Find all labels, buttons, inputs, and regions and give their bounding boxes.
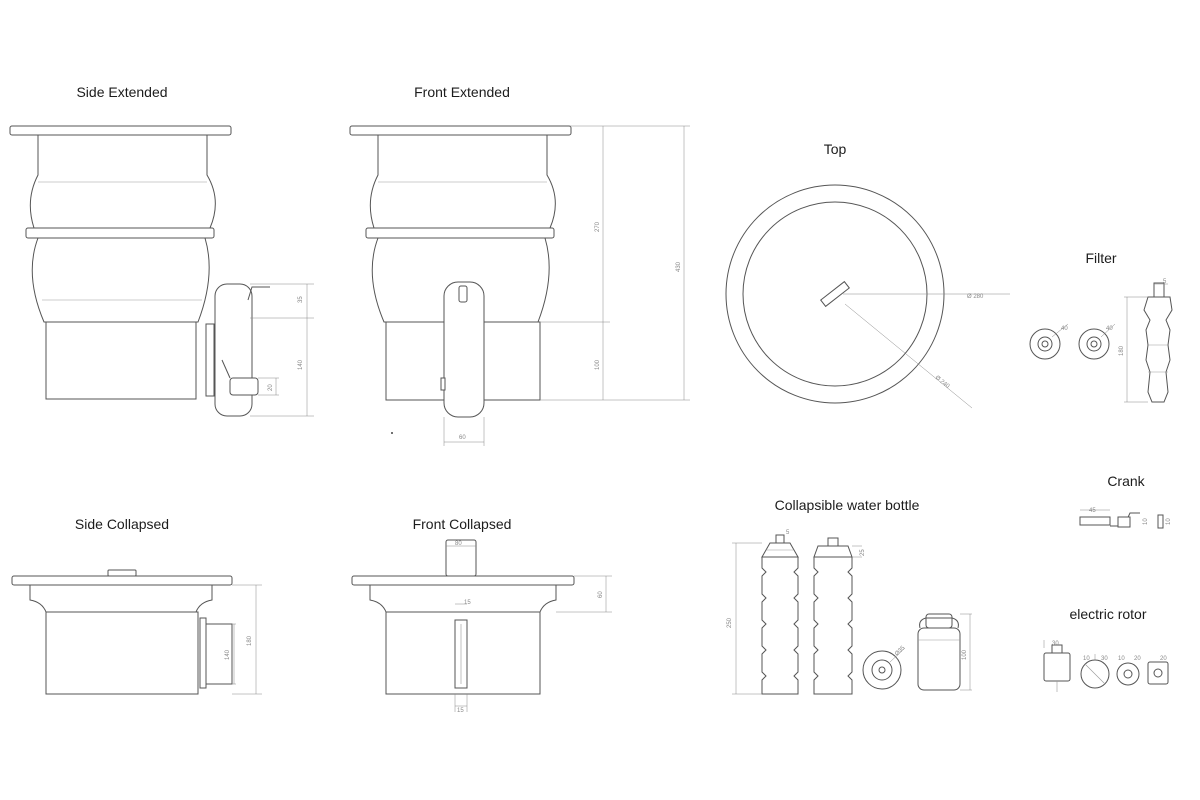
svg-text:10: 10 xyxy=(1143,518,1149,525)
svg-text:Ø 280: Ø 280 xyxy=(967,294,984,300)
svg-text:10: 10 xyxy=(1166,518,1172,525)
svg-text:60: 60 xyxy=(598,591,604,598)
svg-text:15: 15 xyxy=(457,708,464,714)
label-crank: Crank xyxy=(1107,473,1145,489)
svg-text:10: 10 xyxy=(1083,656,1090,662)
collapsible-bottle-view: 250 5 25 Ø35 100 xyxy=(727,530,972,695)
svg-text:5: 5 xyxy=(786,530,790,536)
svg-text:10: 10 xyxy=(1118,656,1125,662)
label-front-extended: Front Extended xyxy=(414,84,510,100)
svg-text:25: 25 xyxy=(860,549,866,556)
label-filter: Filter xyxy=(1085,250,1117,266)
label-collapsible-water-bottle: Collapsible water bottle xyxy=(774,497,920,513)
svg-text:180: 180 xyxy=(247,635,253,646)
label-side-collapsed: Side Collapsed xyxy=(74,516,170,532)
svg-text:20: 20 xyxy=(1134,656,1141,662)
svg-text:40: 40 xyxy=(1061,326,1068,332)
svg-text:45: 45 xyxy=(1089,508,1096,514)
svg-text:15: 15 xyxy=(464,600,471,606)
svg-text:430: 430 xyxy=(676,261,682,272)
svg-text:60: 60 xyxy=(459,435,466,441)
front-collapsed-view: 80 15 15 60 xyxy=(351,539,612,714)
svg-text:35: 35 xyxy=(298,296,304,303)
svg-text:100: 100 xyxy=(962,649,968,660)
side-collapsed-view: 180 140 xyxy=(11,569,262,695)
svg-text:30: 30 xyxy=(1052,641,1059,647)
side-extended-view: 35 140 20 xyxy=(9,125,314,417)
svg-text:140: 140 xyxy=(225,649,231,660)
svg-text:270: 270 xyxy=(595,221,601,232)
filter-view: 40 40 180 5 xyxy=(1029,279,1173,403)
label-electric-rotor: electric rotor xyxy=(1069,606,1147,622)
svg-text:Ø35: Ø35 xyxy=(894,645,907,658)
svg-text:40: 40 xyxy=(1106,326,1113,332)
electric-rotor-view: 30 10 30 10 20 20 xyxy=(1043,640,1169,692)
front-extended-view: 270 100 430 60 xyxy=(349,125,690,446)
crank-view: 45 10 10 xyxy=(1079,508,1172,529)
svg-text:20: 20 xyxy=(268,384,274,391)
svg-text:140: 140 xyxy=(298,359,304,370)
svg-text:100: 100 xyxy=(595,359,601,370)
svg-text:Ø 240: Ø 240 xyxy=(934,375,951,390)
svg-text:80: 80 xyxy=(455,541,462,547)
label-side-extended: Side Extended xyxy=(76,84,168,100)
svg-text:20: 20 xyxy=(1160,656,1167,662)
svg-text:250: 250 xyxy=(727,617,733,628)
label-top: Top xyxy=(823,141,847,157)
svg-text:30: 30 xyxy=(1101,656,1108,662)
svg-text:5: 5 xyxy=(1163,279,1167,285)
top-view: Ø 280 Ø 240 xyxy=(725,184,1010,409)
svg-text:180: 180 xyxy=(1119,345,1125,356)
label-front-collapsed: Front Collapsed xyxy=(412,516,512,532)
